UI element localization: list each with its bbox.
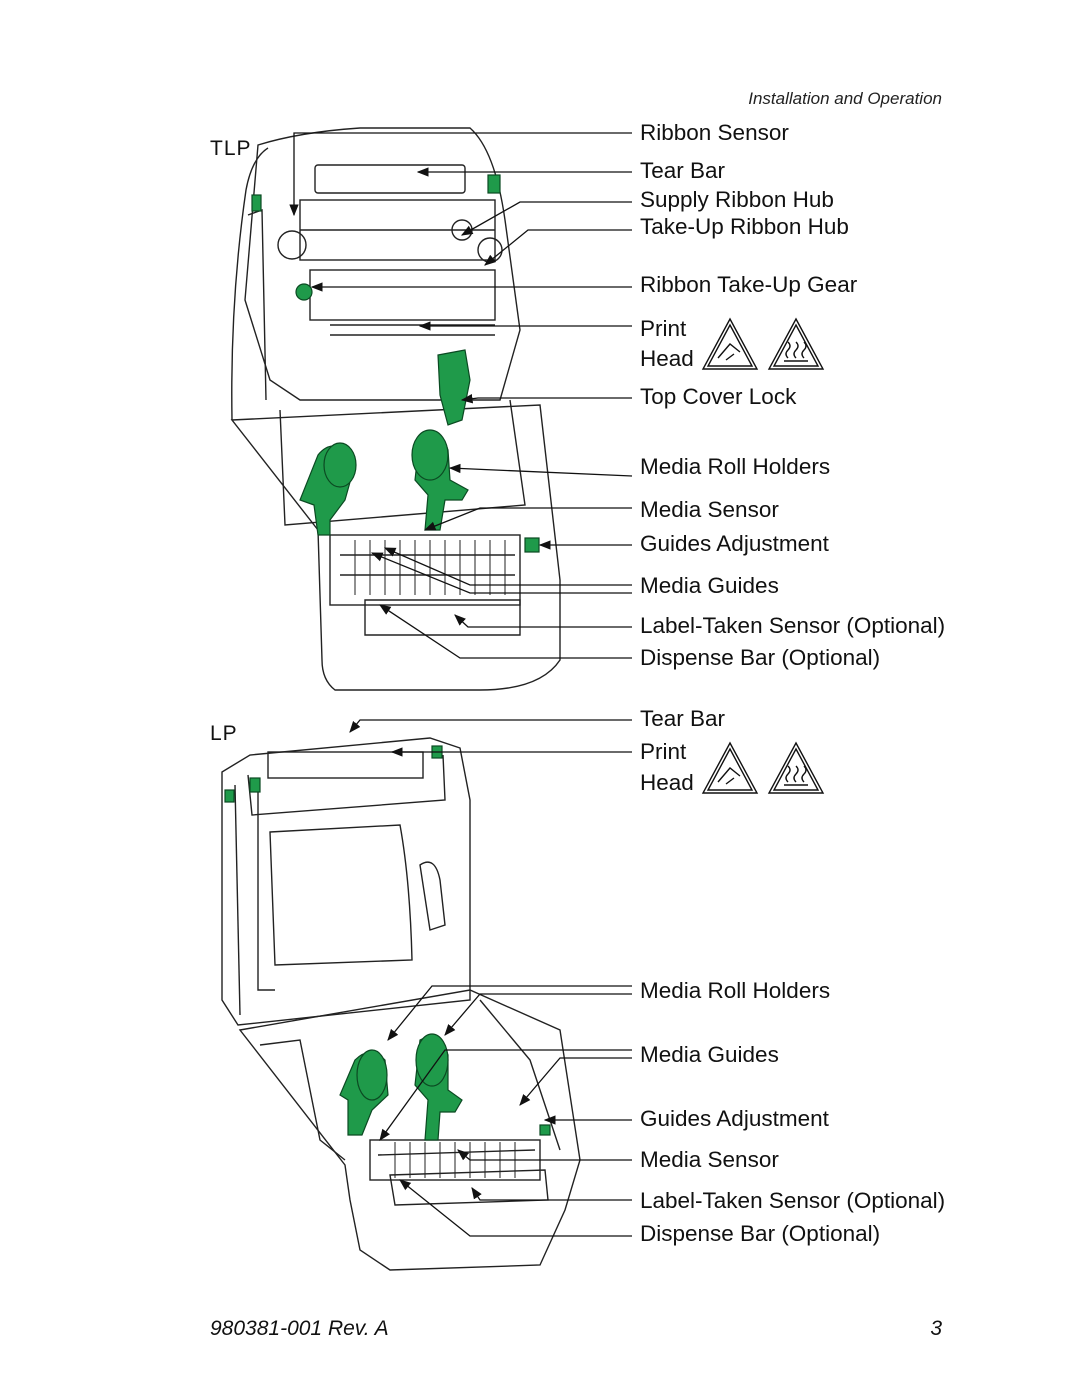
tlp-callout-media-sensor: Media Sensor <box>640 497 779 522</box>
page-number: 3 <box>930 1317 942 1340</box>
hot-surface-warning-icon <box>767 317 825 370</box>
tlp-callout-top-cover-lock: Top Cover Lock <box>640 384 797 409</box>
tlp-callout-print: Print <box>640 316 687 341</box>
lp-model-label: LP <box>210 722 238 745</box>
tlp-callout-label-taken-sensor: Label-Taken Sensor (Optional) <box>640 613 946 638</box>
lp-green-parts <box>224 745 551 1141</box>
lp-warning-icons <box>701 741 825 794</box>
tlp-model-label: TLP <box>210 137 252 160</box>
electrostatic-warning-icon <box>701 741 759 794</box>
tlp-green-parts <box>251 174 540 553</box>
lp-callout-dispense-bar: Dispense Bar (Optional) <box>640 1221 881 1246</box>
tlp-callout-supply-ribbon-hub: Supply Ribbon Hub <box>640 187 834 212</box>
tlp-printer-drawing <box>230 127 561 691</box>
tlp-callout-ribbon-take-up-gear: Ribbon Take-Up Gear <box>640 272 858 297</box>
document-number: 980381-001 Rev. A <box>210 1317 389 1340</box>
tlp-leader-lines <box>289 132 633 659</box>
tlp-warning-icons <box>701 317 825 370</box>
electrostatic-warning-icon <box>701 317 759 370</box>
tlp-callout-ribbon-sensor: Ribbon Sensor <box>640 120 789 145</box>
hot-surface-warning-icon <box>767 741 825 794</box>
lp-callout-media-guides: Media Guides <box>640 1042 779 1067</box>
lp-callout-tear-bar: Tear Bar <box>640 706 726 731</box>
tlp-callout-head: Head <box>640 346 694 371</box>
lp-callout-head: Head <box>640 770 694 795</box>
tlp-callout-media-guides: Media Guides <box>640 573 779 598</box>
tlp-callout-tear-bar: Tear Bar <box>640 158 726 183</box>
lp-callout-label-taken-sensor: Label-Taken Sensor (Optional) <box>640 1188 946 1213</box>
lp-leader-lines <box>349 719 632 1237</box>
tlp-callout-dispense-bar: Dispense Bar (Optional) <box>640 645 881 670</box>
lp-callout-guides-adjustment: Guides Adjustment <box>640 1106 829 1131</box>
tlp-callout-media-roll-holders: Media Roll Holders <box>640 454 831 479</box>
lp-printer-drawing <box>221 737 581 1271</box>
running-header: Installation and Operation <box>748 89 942 108</box>
lp-callout-media-sensor: Media Sensor <box>640 1147 779 1172</box>
lp-callout-media-roll-holders: Media Roll Holders <box>640 978 831 1003</box>
tlp-callout-take-up-ribbon-hub: Take-Up Ribbon Hub <box>640 214 849 239</box>
tlp-callout-guides-adjustment: Guides Adjustment <box>640 531 829 556</box>
lp-callout-print: Print <box>640 739 687 764</box>
